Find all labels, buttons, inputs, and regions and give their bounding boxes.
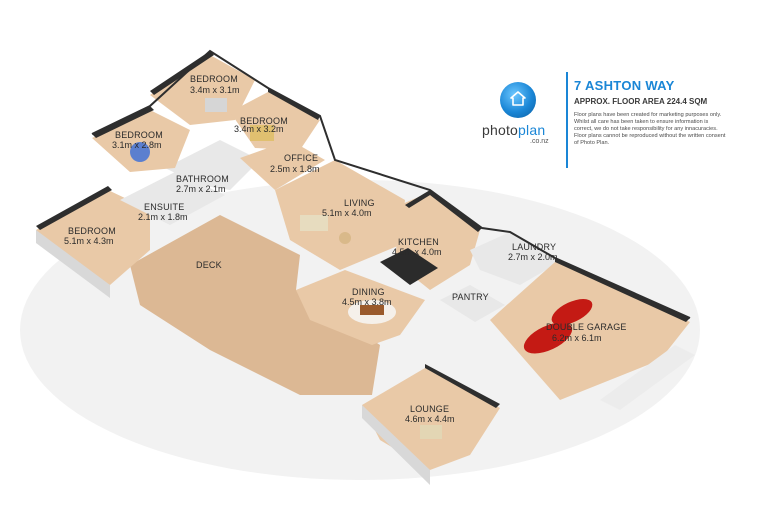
room-living-name: LIVING xyxy=(344,198,375,208)
bedroom3-floor xyxy=(92,110,190,172)
photoplan-logo-icon xyxy=(500,82,536,118)
bedroom2-bed xyxy=(250,125,274,141)
garage-door xyxy=(600,345,695,410)
room-bedroom1-name: BEDROOM xyxy=(190,74,238,84)
room-kitchen-dims: 4.5m x 4.0m xyxy=(392,247,442,257)
room-laundry-dims: 2.7m x 2.0m xyxy=(508,252,558,262)
laundry-floor xyxy=(470,232,560,285)
kitchen-bench xyxy=(380,248,438,285)
ensuite-floor xyxy=(120,172,225,225)
lounge-wall xyxy=(425,364,500,408)
brand-divider xyxy=(566,72,568,168)
room-bedroom4-dims: 5.1m x 4.3m xyxy=(64,236,114,246)
bedroom1-floor xyxy=(150,55,255,125)
room-deck-name: DECK xyxy=(196,260,222,270)
pantry-floor xyxy=(440,285,505,322)
room-office-name: OFFICE xyxy=(284,153,318,163)
bedroom-left-wall-front xyxy=(36,230,110,298)
logo-wordmark: photoplan xyxy=(482,122,545,138)
house-icon xyxy=(510,91,526,106)
kitchen-wall xyxy=(405,190,482,232)
bedroom3-rug xyxy=(130,142,150,162)
logo-domain: .co.nz xyxy=(530,138,549,145)
garage-floor xyxy=(490,262,690,400)
room-kitchen-name: KITCHEN xyxy=(398,237,439,247)
lounge-wall-front xyxy=(362,405,430,485)
room-bedroom2-dims: 3.4m x 3.2m xyxy=(234,124,284,134)
deck-floor xyxy=(130,215,380,395)
room-laundry-name: LAUNDRY xyxy=(512,242,556,252)
brand-panel: photoplan .co.nz 7 ASHTON WAY APPROX. FL… xyxy=(478,70,728,170)
floor-area: APPROX. FLOOR AREA 224.4 SQM xyxy=(574,97,708,106)
car-icon xyxy=(523,299,593,354)
room-garage-dims: 6.2m x 6.1m xyxy=(552,333,602,343)
room-lounge-dims: 4.6m x 4.4m xyxy=(405,414,455,424)
logo-text-a: photo xyxy=(482,122,519,138)
bedroom3-wall xyxy=(92,106,154,138)
room-bathroom-dims: 2.7m x 2.1m xyxy=(176,184,226,194)
room-garage-name: DOUBLE GARAGE xyxy=(546,322,627,332)
room-lounge-name: LOUNGE xyxy=(410,404,449,414)
room-bedroom2-name: BEDROOM xyxy=(240,116,288,126)
living-sofa xyxy=(300,215,328,231)
disclaimer-text: Floor plans have been created for market… xyxy=(574,112,726,146)
room-pantry-name: PANTRY xyxy=(452,292,489,302)
room-dining-dims: 4.5m x 3.8m xyxy=(342,297,392,307)
bathroom-floor xyxy=(165,140,260,190)
bedroom1-bed xyxy=(205,98,227,112)
property-address: 7 ASHTON WAY xyxy=(574,78,675,93)
room-ensuite-name: ENSUITE xyxy=(144,202,184,212)
room-bedroom3-name: BEDROOM xyxy=(115,130,163,140)
bedroom-left-wall xyxy=(36,186,112,230)
room-bathroom-name: BATHROOM xyxy=(176,174,229,184)
office-floor xyxy=(240,140,325,190)
room-office-dims: 2.5m x 1.8m xyxy=(270,164,320,174)
outer-walls xyxy=(91,49,691,319)
room-ensuite-dims: 2.1m x 1.8m xyxy=(138,212,188,222)
room-living-dims: 5.1m x 4.0m xyxy=(322,208,372,218)
room-bedroom1-dims: 3.4m x 3.1m xyxy=(190,85,240,95)
bedroom-left-floor xyxy=(36,190,150,285)
living-floor xyxy=(275,160,405,270)
room-dining-name: DINING xyxy=(352,287,385,297)
living-rug xyxy=(339,232,351,244)
room-bedroom3-dims: 3.1m x 2.8m xyxy=(112,140,162,150)
logo-text-b: plan xyxy=(518,122,546,138)
room-bedroom4-name: BEDROOM xyxy=(68,226,116,236)
dining-table xyxy=(360,305,384,315)
lounge-sofa xyxy=(420,425,442,439)
